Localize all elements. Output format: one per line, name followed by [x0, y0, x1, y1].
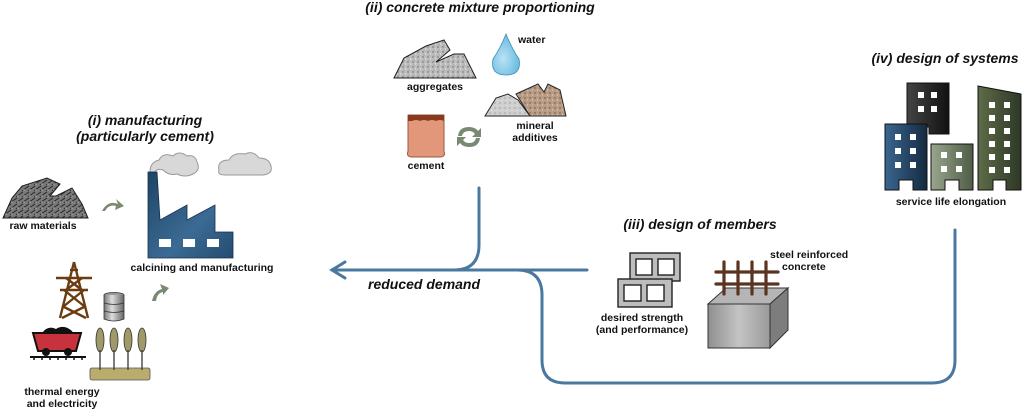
power-pylon-icon — [56, 261, 92, 320]
flow-line-mixture — [452, 186, 481, 272]
section-title-manufacturing: (i) manufacturing (particularly cement) — [70, 112, 220, 144]
masonry-blocks-icon — [617, 252, 681, 308]
label-aggregates: aggregates — [406, 81, 464, 93]
label-line-2: and electricity — [26, 398, 98, 410]
label-line-1: mineral — [516, 120, 554, 132]
coal-cart-icon — [30, 326, 86, 360]
factory-window — [183, 239, 195, 247]
oil-barrel-icon — [103, 292, 125, 322]
label-steel-reinforced: steel reinforced concrete — [770, 249, 870, 273]
label-line-2: concrete — [782, 261, 826, 273]
mineral-additives-icon — [484, 83, 567, 117]
label-line-1: desired strength — [600, 312, 684, 324]
curved-arrow-icon — [152, 284, 169, 301]
building-blue — [884, 123, 928, 191]
label-calcining: calcining and manufacturing — [130, 262, 274, 274]
label-line-1: thermal energy — [24, 386, 100, 398]
title-line-1: (i) manufacturing — [87, 112, 203, 128]
aggregates-rock-icon — [393, 39, 477, 79]
label-cement: cement — [407, 160, 445, 172]
label-mineral-additives: mineral additives — [500, 120, 570, 144]
section-title-mixture: (ii) concrete mixture proportioning — [365, 0, 595, 15]
recycle-arrows-icon — [457, 127, 481, 147]
factory-window — [159, 239, 171, 247]
label-line-1: steel reinforced — [770, 249, 849, 261]
label-raw-materials: raw materials — [9, 220, 77, 232]
flow-line-systems — [515, 228, 957, 385]
label-service-life: service life elongation — [895, 196, 1007, 208]
label-desired-strength: desired strength (and performance) — [584, 312, 700, 336]
curved-arrow-icon — [102, 199, 124, 211]
biomass-wheat-icon — [89, 327, 151, 381]
buildings-icon — [884, 82, 1022, 191]
water-drop-icon — [492, 32, 520, 76]
flow-arrowhead — [329, 260, 347, 280]
flow-label-reduced-demand: reduced demand — [368, 276, 481, 292]
title-line-2: (particularly cement) — [76, 128, 214, 144]
section-title-systems: (iv) design of systems — [871, 50, 1019, 66]
factory-icon — [147, 152, 272, 259]
label-line-2: (and performance) — [595, 324, 689, 336]
factory-window — [207, 239, 219, 247]
building-sage — [930, 143, 974, 191]
section-title-members: (iii) design of members — [623, 216, 777, 232]
cement-bag-icon — [407, 114, 445, 158]
label-thermal-energy: thermal energy and electricity — [12, 386, 112, 410]
label-line-2: additives — [512, 132, 558, 144]
raw-materials-rock-icon — [2, 177, 89, 219]
building-olive — [977, 85, 1022, 191]
reinforced-concrete-icon — [706, 260, 790, 350]
label-water: water — [518, 34, 546, 46]
